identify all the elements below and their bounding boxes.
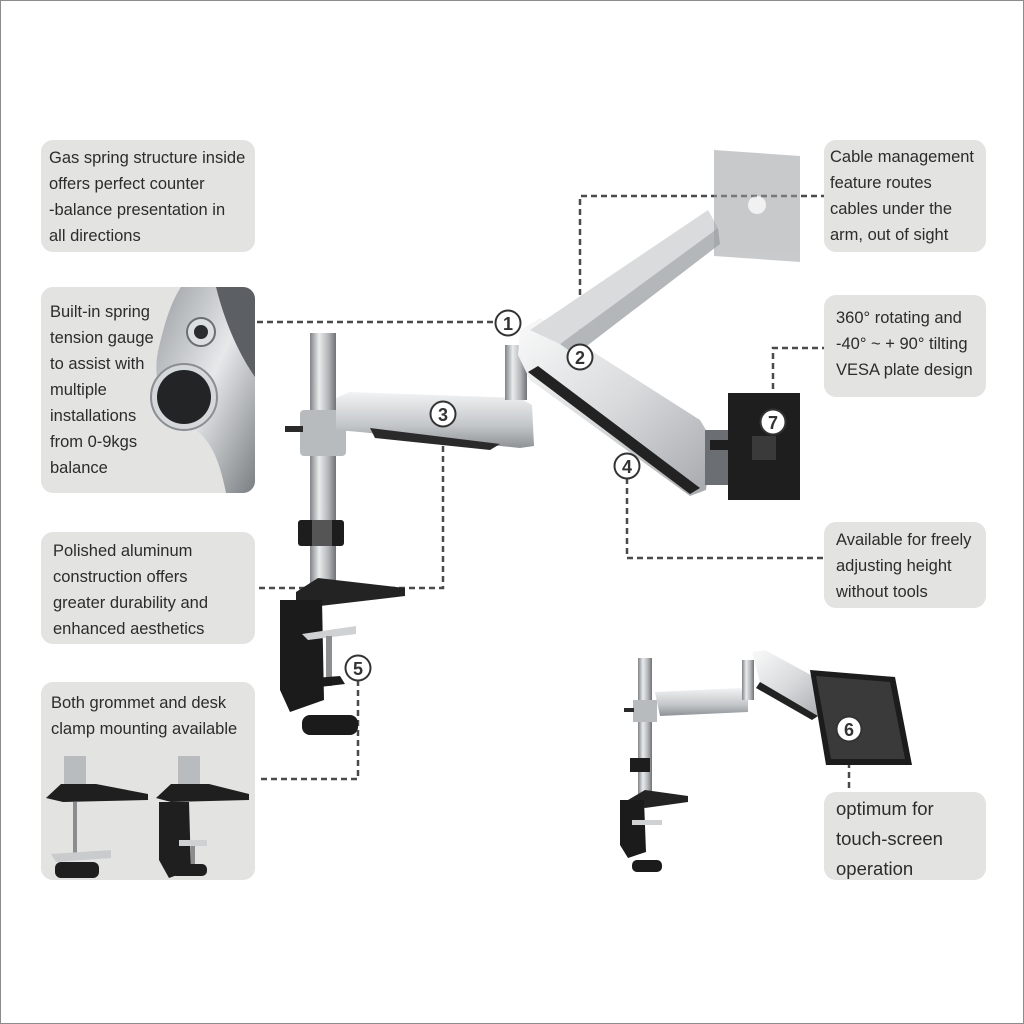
callout-rotating: 360° rotating and -40° ~ + 90° tilting V… — [824, 295, 986, 397]
marker-3: 3 — [429, 400, 457, 428]
marker-1: 1 — [494, 309, 522, 337]
marker-5-label: 5 — [353, 659, 363, 679]
callout-gas-spring-text: Gas spring structure inside offers perfe… — [49, 149, 246, 245]
callout-tension-gauge: Built-in spring tension gauge to assist … — [41, 287, 255, 493]
callout-tension-gauge-text: Built-in spring tension gauge to assist … — [50, 303, 154, 477]
marker-6-label: 6 — [844, 720, 854, 740]
touch-screen-illustration — [620, 650, 912, 872]
marker-4-label: 4 — [622, 457, 632, 477]
marker-4: 4 — [613, 452, 641, 480]
marker-1-label: 1 — [503, 314, 513, 334]
callout-mounting: Both grommet and desk clamp mounting ava… — [41, 682, 255, 880]
marker-3-label: 3 — [438, 405, 448, 425]
callout-aluminum-text: Polished aluminum construction offers gr… — [53, 542, 209, 638]
callout-height: Available for freely adjusting height wi… — [824, 522, 986, 608]
marker-2-label: 2 — [575, 348, 585, 368]
tension-gauge-closeup-image — [150, 287, 255, 493]
callout-height-text: Available for freely adjusting height wi… — [836, 531, 972, 601]
leader-line-4 — [625, 478, 824, 560]
leader-line-5 — [257, 680, 360, 781]
gas-spring-arm — [518, 318, 712, 496]
desk-clamp — [280, 578, 405, 735]
mounting-options-image — [46, 756, 249, 878]
callout-gas-spring: Gas spring structure inside offers perfe… — [41, 140, 255, 252]
callout-cable: Cable management feature routes cables u… — [824, 140, 986, 252]
callout-mounting-text: Both grommet and desk clamp mounting ava… — [51, 694, 238, 738]
marker-2: 2 — [566, 343, 594, 371]
marker-7-label: 7 — [768, 413, 778, 433]
callout-cable-text: Cable management feature routes cables u… — [830, 148, 975, 244]
vesa-plate-faded — [714, 150, 800, 262]
marker-7: 7 — [759, 408, 787, 436]
callout-rotating-text: 360° rotating and -40° ~ + 90° tilting V… — [836, 309, 973, 379]
callout-touch-text: optimum for touch-screen operation — [836, 798, 943, 879]
leader-line-3 — [257, 426, 445, 590]
marker-6: 6 — [835, 715, 863, 743]
callout-aluminum: Polished aluminum construction offers gr… — [41, 532, 255, 644]
leader-line-7 — [771, 346, 824, 409]
callout-touch: optimum for touch-screen operation — [824, 792, 986, 880]
marker-5: 5 — [344, 654, 372, 682]
